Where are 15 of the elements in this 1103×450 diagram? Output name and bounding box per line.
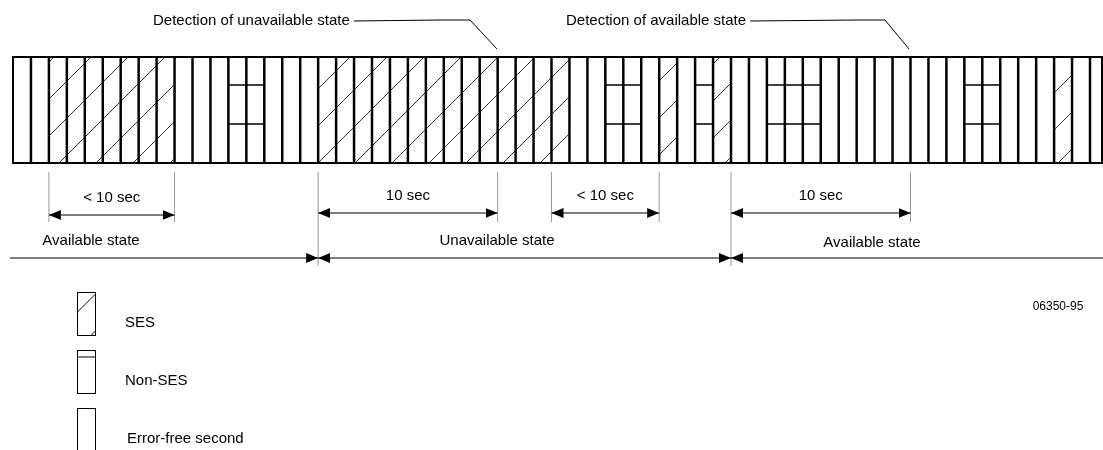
annotation-text: Detection of available state <box>566 11 747 29</box>
figure-number: 06350-95 <box>1032 298 1084 315</box>
state-label: Available state <box>42 231 140 249</box>
legend-label: Error-free second <box>127 429 244 447</box>
dimension-label: < 10 sec <box>83 188 141 206</box>
dimension-label: 10 sec <box>385 186 430 204</box>
dimension-label: < 10 sec <box>576 186 634 204</box>
dimension-label: 10 sec <box>798 186 843 204</box>
leader-line <box>353 19 498 50</box>
leader-line <box>749 19 910 50</box>
legend-label: Non-SES <box>125 371 188 389</box>
legend-label: SES <box>125 313 155 331</box>
annotation-text: Detection of unavailable state <box>153 11 350 29</box>
state-label: Available state <box>823 233 921 251</box>
state-label: Unavailable state <box>439 231 555 249</box>
